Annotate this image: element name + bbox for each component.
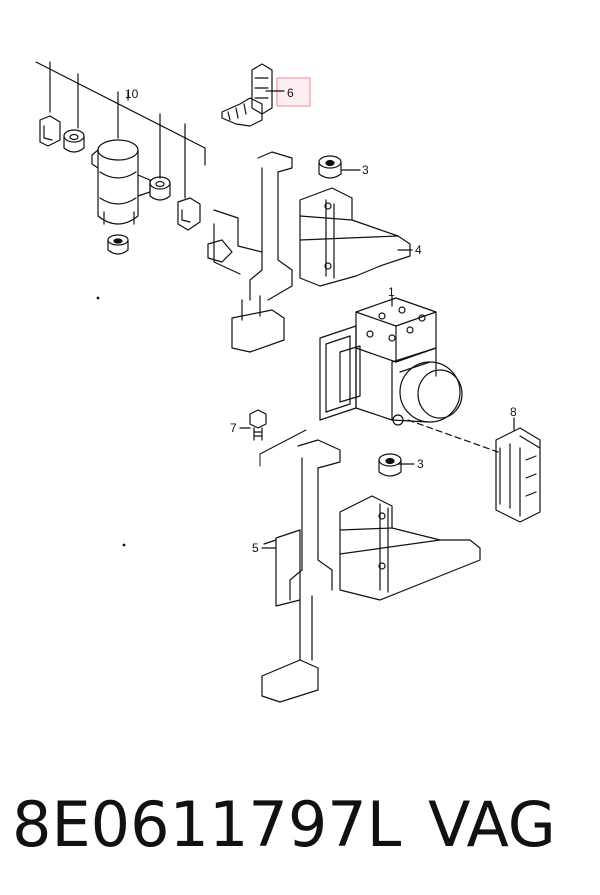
exploded-parts-diagram: 10 6 3 4 1 7 3 8 5 — [35, 61, 541, 703]
part-number: 8E0611797L — [12, 788, 402, 861]
part-10-assembly — [35, 61, 206, 255]
callout-5: 5 — [252, 541, 259, 555]
caption: 8E0611797L VAG — [0, 778, 600, 888]
callout-6-highlight — [276, 77, 311, 107]
part-5-lower-bracket — [259, 429, 481, 703]
callout-3-upper: 3 — [362, 163, 369, 177]
callout-8: 8 — [510, 405, 517, 419]
callout-1: 1 — [388, 285, 395, 299]
callout-4: 4 — [415, 243, 422, 257]
callout-10: 10 — [125, 87, 139, 101]
part-3-grommet-lower — [378, 453, 402, 477]
part-8-connector-housing — [495, 427, 541, 523]
callout-7: 7 — [230, 421, 237, 435]
part-1-abs-unit — [319, 297, 463, 426]
callout-3-lower: 3 — [417, 457, 424, 471]
part-7-bolt — [249, 409, 267, 441]
part-6-connector — [221, 63, 273, 127]
callout-6: 6 — [287, 86, 294, 100]
dashed-leader — [407, 419, 499, 453]
part-3-grommet-upper — [318, 155, 342, 179]
part-4-upper-bracket — [207, 151, 411, 353]
brand-label: VAG — [428, 788, 556, 861]
